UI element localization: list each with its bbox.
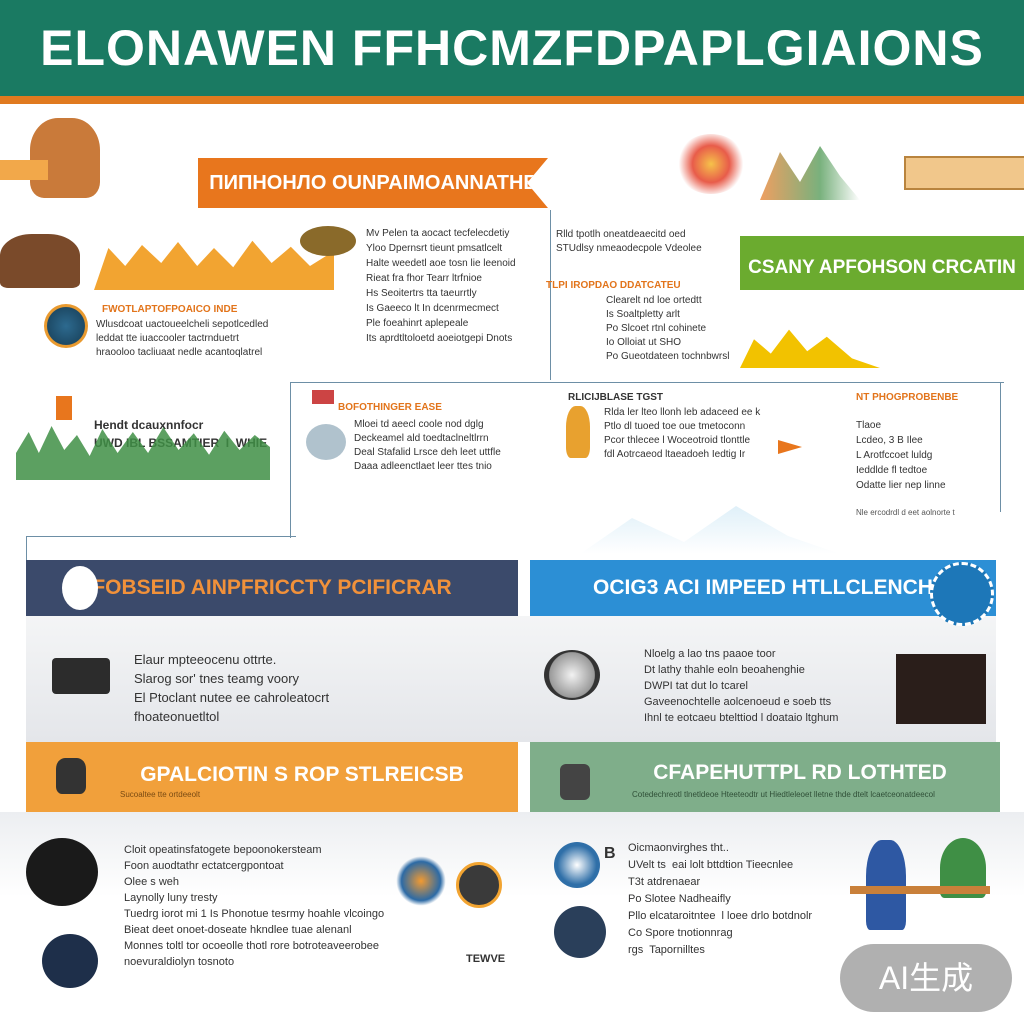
table-illustration <box>850 886 990 894</box>
bottom-left-text: Cloit opeatinsfatogete bepoonokersteam F… <box>124 844 385 968</box>
people-illustration <box>760 146 860 200</box>
ai-generated-badge: AI生成 <box>840 944 1012 1012</box>
column-text: Mv Pelen ta aocact tecfelecdetiy Yloo Dp… <box>366 228 516 344</box>
drum-icon <box>544 650 600 700</box>
side-tag: TEWVE <box>466 953 506 965</box>
header-stripe <box>0 96 1024 104</box>
firework-illustration <box>676 134 746 194</box>
yellow-hills-illustration <box>740 329 880 368</box>
hourglass-icon <box>62 566 98 610</box>
orange-bar-sub: Sucoaltee tte ortdeeolt <box>120 790 201 799</box>
navy-section-bar: FOBSEID AINPFRICCTY PCIFICRAR <box>26 560 518 616</box>
card-label: NT PHOGPROBENBE <box>856 392 959 403</box>
flag-icon <box>56 396 72 420</box>
sage-section-bar: CFAPEHUTTPL RD LOTHTED <box>530 742 1000 812</box>
globe-blue-icon <box>554 842 600 888</box>
bear-figure-illustration <box>0 234 80 288</box>
gear-icon <box>930 562 994 626</box>
left-connector-h <box>26 536 296 537</box>
orange-section-bar: GPALCIOTIN S ROP STLREICSB <box>26 742 518 812</box>
hourglass-dark-icon <box>26 838 98 906</box>
column-subtext: Clearelt nd loe ortedtt Is Soaltpletty a… <box>606 295 730 362</box>
screen-illustration <box>896 654 986 724</box>
card-text: Mloei td aeecl coole nod dglg Deckeamel … <box>354 419 501 472</box>
header-banner <box>0 0 1024 96</box>
blue-section-bar: OCIG3 ACI IMPEED HTLLCLENCH <box>530 560 996 616</box>
globe-icon <box>44 304 88 348</box>
orange-hills-illustration <box>94 240 334 290</box>
fish-icon <box>300 226 356 256</box>
center-connector <box>290 382 291 538</box>
navy-bar-lead: FOBSEID <box>92 576 186 599</box>
orange-arrow-icon <box>778 440 802 454</box>
card-icon <box>312 390 334 404</box>
vertical-divider <box>550 210 551 380</box>
orange-bar-label: GPALCIOTIN S ROP STLREICSB <box>140 763 464 786</box>
coin-stack-icon <box>42 934 98 988</box>
ski-caption: Nle ercodrdl d eet aolnorte t <box>856 508 955 517</box>
section-text: Wlusdcoat uactoueelcheli sepotlcedled le… <box>96 319 269 358</box>
sage-bar-sub: Cotedechreotl tlnetldeoe Hteeteodtr ut H… <box>632 790 935 799</box>
network-icon <box>396 856 446 906</box>
ski-scene-illustration <box>580 506 840 554</box>
navy-bar-rest: AINPFRICCTY PCIFICRAR <box>185 576 452 599</box>
card-text: Tlaoe Lcdeo, 3 B Ilee L Arotfccoet luldg… <box>856 420 946 491</box>
badge-letter: B <box>604 845 616 862</box>
wind-icon <box>306 424 346 460</box>
bulb-icon <box>566 406 590 458</box>
device-icon <box>52 658 110 694</box>
forest-heading: Hendt dcauxnnfocr <box>94 418 204 432</box>
bottom-right-text: Oicmaonvirghes tht.. UVelt ts eai lolt b… <box>628 842 813 956</box>
sage-bar-label: CFAPEHUTTPL RD LOTHTED <box>653 761 947 784</box>
card-label: RLICIJBLASE TGST <box>568 392 664 403</box>
column-label: TLPI IROPDAO DDATCATEU <box>546 280 681 291</box>
orange-arrow-shape <box>0 160 48 180</box>
vertical-connector <box>1000 382 1001 512</box>
microphone-icon <box>560 764 590 800</box>
green-banner: CSANY APFOHSON CRCATIN <box>740 236 1024 290</box>
bag-icon <box>56 758 86 794</box>
toolbar-strip-illustration <box>904 156 1024 190</box>
left-connector <box>26 536 27 566</box>
column-text-right: Rlld tpotlh oneatdeaecitd oed STUdlsy nm… <box>556 229 702 254</box>
gear-dark-icon <box>456 862 502 908</box>
globe-dark-icon <box>554 906 606 958</box>
middle-panel <box>26 616 996 742</box>
food-wheel-illustration <box>30 118 100 198</box>
section-label: FWOTLAPTOFPOAICO INDE <box>102 304 238 315</box>
card-text: Rlda ler lteo llonh leb adaceed ee k Ptl… <box>604 407 761 460</box>
mid-right-text: Nloelg a lao tns paaoe toor Dt lathy tha… <box>644 648 839 724</box>
top-ribbon: ПИПНОНЛО ОUNPAIMOANNATHE <box>198 158 548 208</box>
card-label: BOFOTHINGER EASE <box>338 402 442 413</box>
horizontal-connector <box>290 382 1004 383</box>
page-title: ELONAWEN FFHCMZFDPAPLGIAIONS <box>40 20 984 76</box>
person-icon <box>866 840 906 930</box>
mid-left-text: Elaur mpteeocenu ottrte. Slarog sor' tne… <box>134 652 330 724</box>
